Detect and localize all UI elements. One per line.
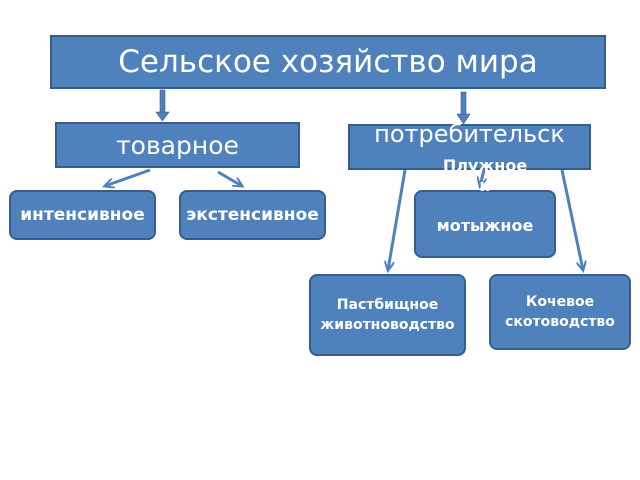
consumer-branch-box: потребительск	[348, 120, 591, 170]
arrow-consumer-to-pasture	[388, 169, 407, 270]
nomadic-label: Кочевое скотоводство	[505, 294, 615, 330]
plow-hoe-line1: Плужное	[442, 156, 528, 175]
plow-hoe-line2: и	[479, 176, 491, 195]
plow-hoe-top-text: Плужное и	[416, 156, 554, 196]
extensive-label: экстенсивное	[186, 204, 319, 225]
intensive-box: интенсивное	[9, 190, 156, 240]
diagram-title: Сельское хозяйство мира	[50, 35, 606, 89]
pasture-box: Пастбищное животноводство	[309, 274, 466, 356]
arrow-consumer-to-plow	[480, 169, 484, 186]
arrow-commercial-to-extensive	[217, 170, 242, 186]
intensive-label: интенсивное	[20, 204, 145, 225]
consumer-branch-label: потребительск	[374, 120, 565, 148]
plow-hoe-box: Плужное и мотыжное	[414, 156, 556, 258]
arrow-title-to-consumer	[456, 91, 471, 125]
extensive-box: экстенсивное	[179, 190, 326, 240]
diagram-title-text: Сельское хозяйство мира	[118, 44, 538, 80]
plow-hoe-line3: мотыжное	[436, 216, 534, 235]
commercial-branch-box: товарное	[55, 122, 300, 168]
commercial-branch-label: товарное	[116, 130, 239, 160]
arrow-title-to-commercial	[155, 89, 170, 122]
nomadic-box: Кочевое скотоводство	[489, 274, 631, 350]
pasture-label: Пастбищное животноводство	[320, 297, 455, 333]
arrow-commercial-to-intensive	[105, 168, 151, 186]
arrow-consumer-to-nomadic	[560, 169, 583, 270]
